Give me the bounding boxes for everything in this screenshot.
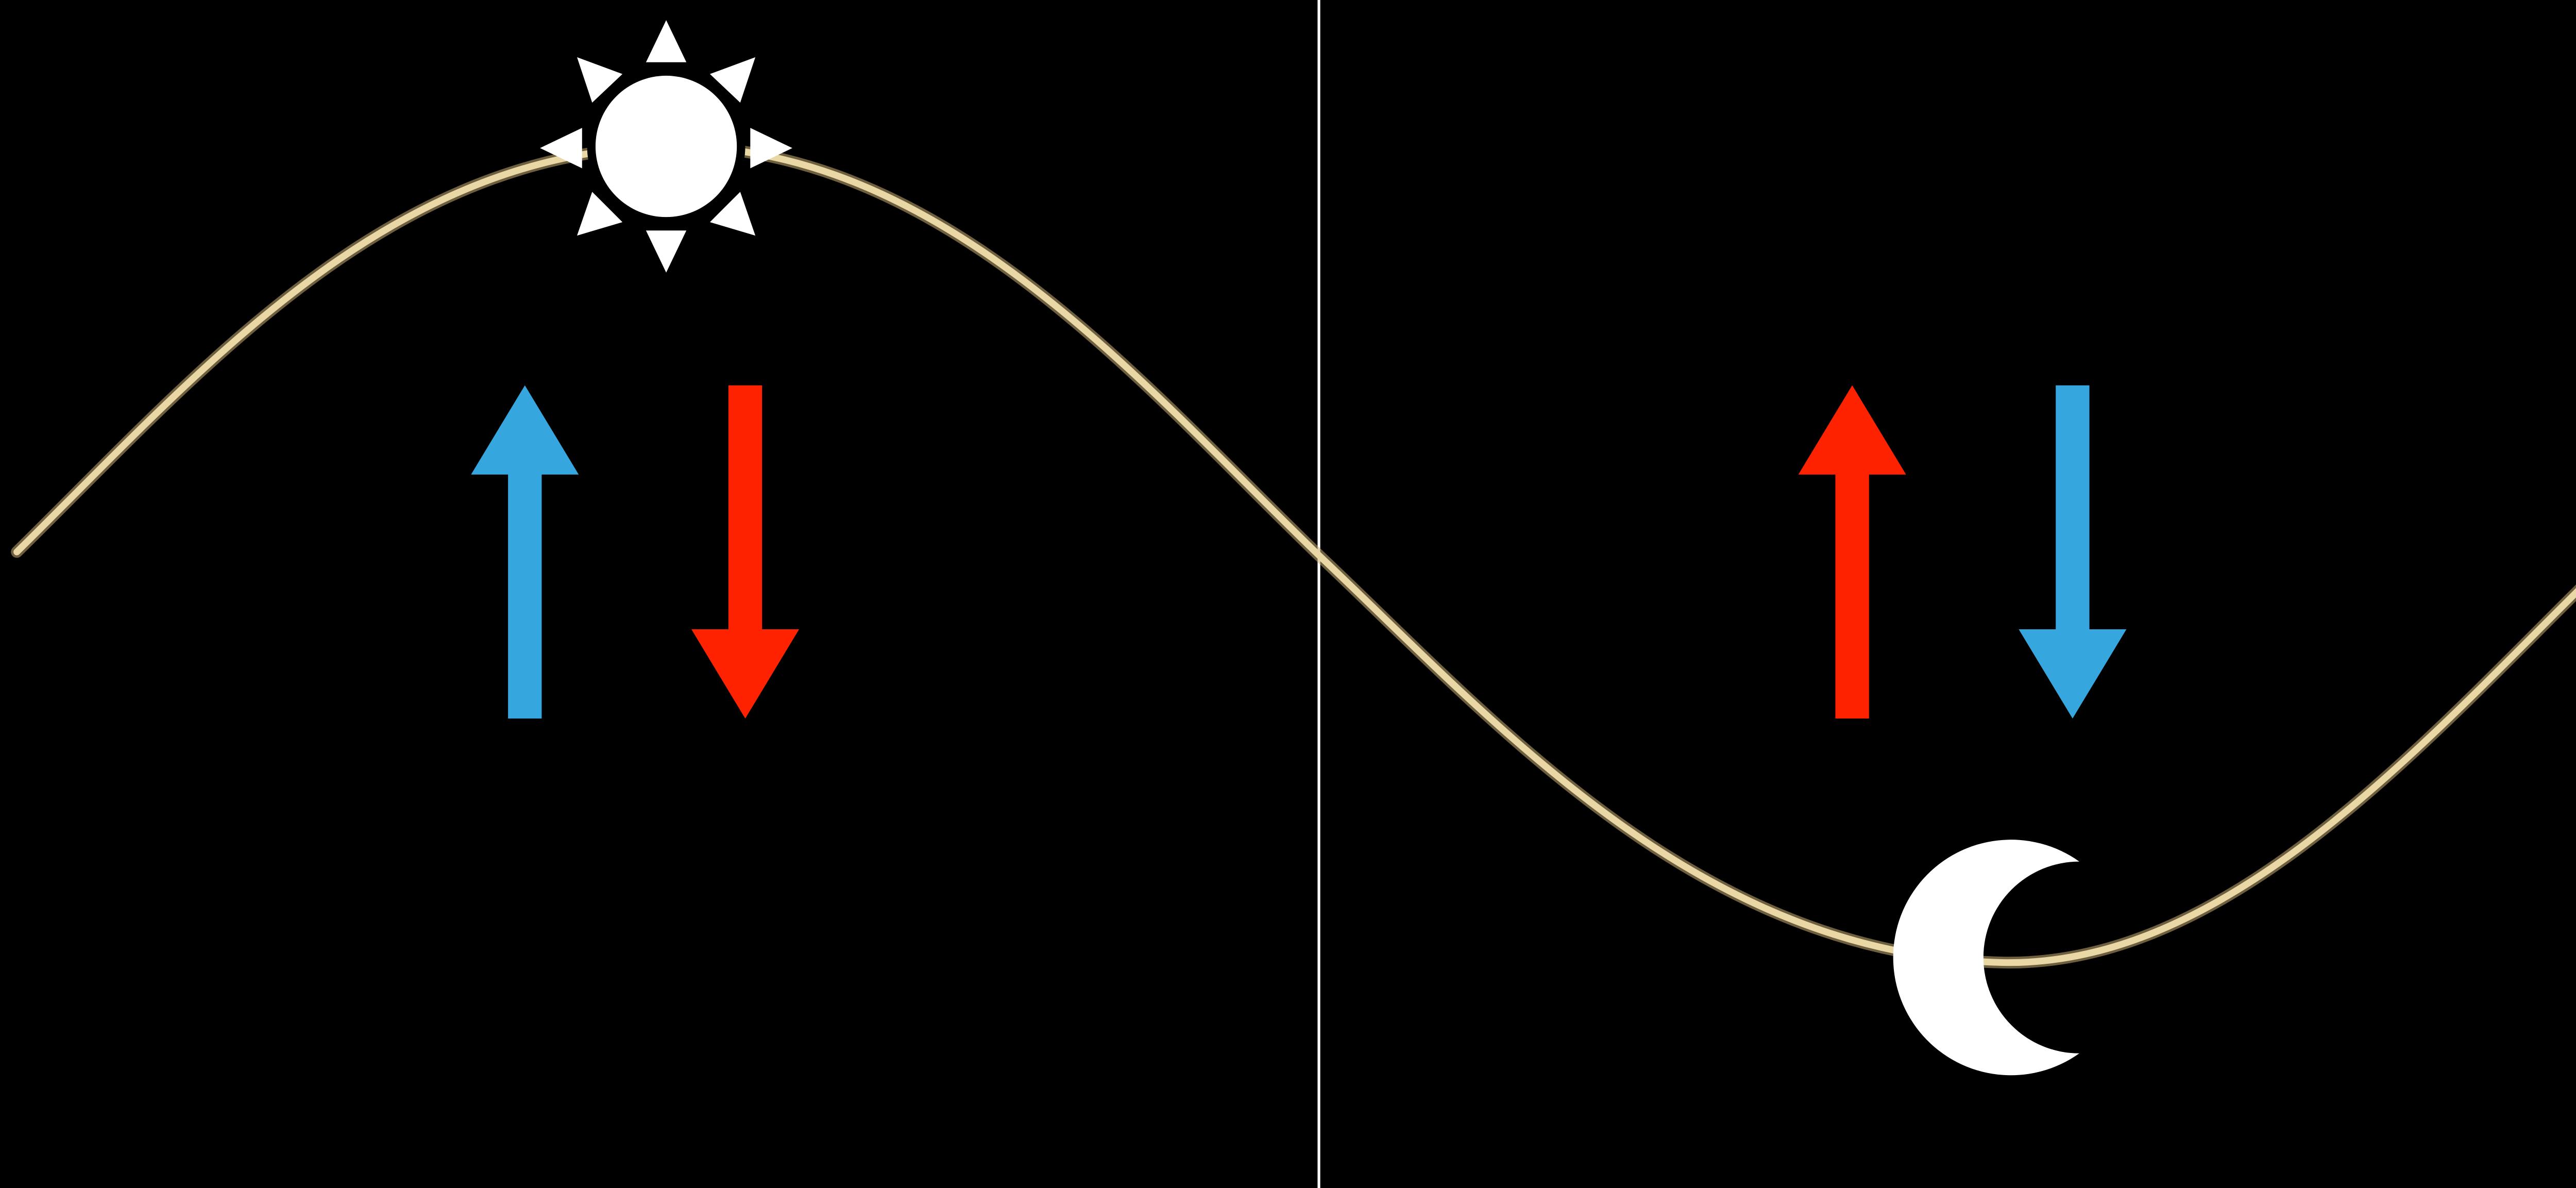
sun-ray-bottom bbox=[646, 230, 687, 273]
sun-icon bbox=[540, 20, 792, 273]
crescent-moon-icon bbox=[1893, 840, 2079, 1076]
sun-ray-right bbox=[750, 128, 792, 169]
sun-ray-left bbox=[540, 128, 582, 169]
day-blue-up-arrow bbox=[471, 385, 579, 719]
sun-ray-bottom-right bbox=[709, 192, 756, 236]
sun-ray-bottom-left bbox=[577, 192, 623, 236]
sun-ray-top-left bbox=[577, 57, 623, 103]
sun-ray-top bbox=[646, 20, 687, 62]
night-red-up-arrow bbox=[1798, 385, 1906, 719]
trajectory-curve bbox=[13, 143, 2576, 966]
night-blue-down-arrow bbox=[2019, 385, 2127, 719]
sun-disc bbox=[595, 75, 737, 217]
day-red-down-arrow bbox=[691, 385, 800, 719]
sun-ray-top-right bbox=[709, 57, 756, 103]
